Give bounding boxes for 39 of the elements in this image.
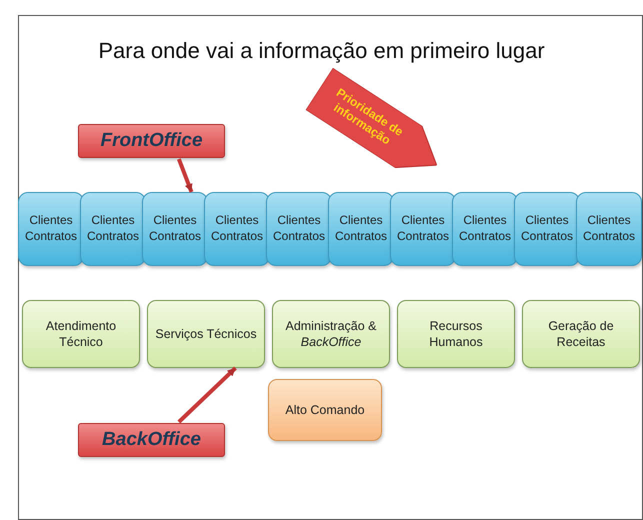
title: Para onde vai a informação em primeiro lugar <box>97 38 546 64</box>
box-label: Clientes Contratos <box>334 213 388 245</box>
box-label: Alto Comando <box>284 402 366 418</box>
box-label: Geração de Receitas <box>547 318 615 350</box>
box-label: Clientes Contratos <box>272 213 326 245</box>
box-label: Clientes Contratos <box>396 213 450 245</box>
box-label: Atendimento Técnico <box>44 318 118 350</box>
client-box <box>576 192 642 266</box>
box-label: Recursos Humanos <box>428 318 484 350</box>
box-label: Administração & BackOffice <box>284 318 378 350</box>
client-box <box>390 192 456 266</box>
department-box <box>22 300 140 368</box>
client-box <box>204 192 270 266</box>
department-box <box>522 300 640 368</box>
client-box <box>328 192 394 266</box>
department-box <box>147 300 265 368</box>
department-box <box>397 300 515 368</box>
box-label: Clientes Contratos <box>458 213 512 245</box>
box-label: Clientes Contratos <box>24 213 78 245</box>
callout-box <box>78 124 225 158</box>
box-label: Clientes Contratos <box>520 213 574 245</box>
box-label: Clientes Contratos <box>582 213 636 245</box>
callout-pointer <box>176 158 194 193</box>
callout-label: FrontOffice <box>99 128 204 153</box>
command-box <box>268 379 382 441</box>
box-label: Clientes Contratos <box>86 213 140 245</box>
client-box <box>142 192 208 266</box>
client-box <box>266 192 332 266</box>
callout-label: BackOffice <box>101 428 202 452</box>
client-box <box>80 192 146 266</box>
box-label: Clientes Contratos <box>148 213 202 245</box>
client-box <box>452 192 518 266</box>
callout-box <box>78 423 225 457</box>
box-label: Serviços Técnicos <box>154 326 258 342</box>
department-box <box>272 300 390 368</box>
client-box <box>18 192 84 266</box>
client-box <box>514 192 580 266</box>
callout-pointer <box>177 366 237 424</box>
box-label: Clientes Contratos <box>210 213 264 245</box>
